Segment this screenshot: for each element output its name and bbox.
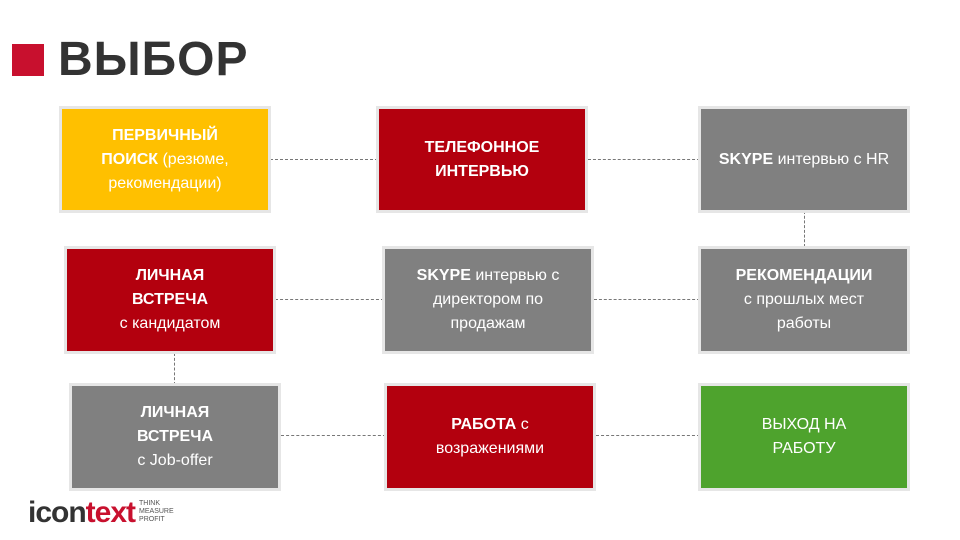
connector-skype-hr-to-references [804,211,805,247]
title-square-icon [12,44,44,76]
box-personal-meeting-candidate: ЛИЧНАЯ ВСТРЕЧА с кандидатом [64,246,276,354]
box-objections: РАБОТА с возражениями [384,383,596,491]
box-skype-director-bold: SKYPE [416,267,471,284]
box-phone-interview: ТЕЛЕФОННОЕ ИНТЕРВЬЮ [376,106,588,213]
page-title: ВЫБОР [58,33,249,86]
connector-phone-to-skype-hr [588,159,700,160]
connector-skype-director-to-meeting [275,299,384,300]
box-personal-meeting-offer: ЛИЧНАЯ ВСТРЕЧА с Job-offer [69,383,281,491]
box-objections-bold: РАБОТА [451,416,517,433]
connector-meeting-to-offer [174,353,175,385]
box-meeting-offer-bold: ЛИЧНАЯ ВСТРЕЧА [136,404,213,445]
box-primary-search-bold: ПЕРВИЧНЫЙ ПОИСК [101,126,218,168]
box-start-work-rest: ВЫХОД НА РАБОТУ [761,416,847,457]
connector-references-to-skype-director [594,299,700,300]
logo-word-red: text [85,496,136,529]
box-phone-interview-bold: ТЕЛЕФОННОЕ ИНТЕРВЬЮ [424,138,540,180]
box-primary-search-rest: (резюме, рекомендации) [108,150,229,192]
box-skype-hr-rest: интервью с HR [773,150,890,168]
logo-word: icontext [28,496,136,529]
box-start-work: ВЫХОД НА РАБОТУ [698,383,910,491]
box-references: РЕКОМЕНДАЦИИ с прошлых мест работы [698,246,910,354]
box-references-rest: с прошлых мест работы [743,291,865,332]
box-references-bold: РЕКОМЕНДАЦИИ [735,267,873,284]
box-meeting-offer-rest: с Job-offer [137,452,213,469]
box-meeting-candidate-bold: ЛИЧНАЯ ВСТРЕЧА [131,267,208,308]
connector-objections-to-start [596,435,700,436]
connector-primary-to-phone [270,159,378,160]
logo-tagline: THINK MEASURE PROFIT [139,500,174,523]
connector-offer-to-objections [281,435,386,436]
box-skype-director-rest: интервью с директором по продажам [432,267,560,332]
box-meeting-candidate-rest: с кандидатом [119,315,221,332]
box-skype-hr: SKYPE интервью с HR [698,106,910,213]
box-objections-rest: с возражениями [435,416,545,457]
icontext-logo: icontext THINK MEASURE PROFIT [28,498,174,528]
box-skype-sales-director: SKYPE интервью с директором по продажам [382,246,594,354]
box-primary-search: ПЕРВИЧНЫЙ ПОИСК (резюме, рекомендации) [59,106,271,213]
box-skype-hr-bold: SKYPE [718,150,774,168]
logo-word-dark: icon [28,496,87,529]
